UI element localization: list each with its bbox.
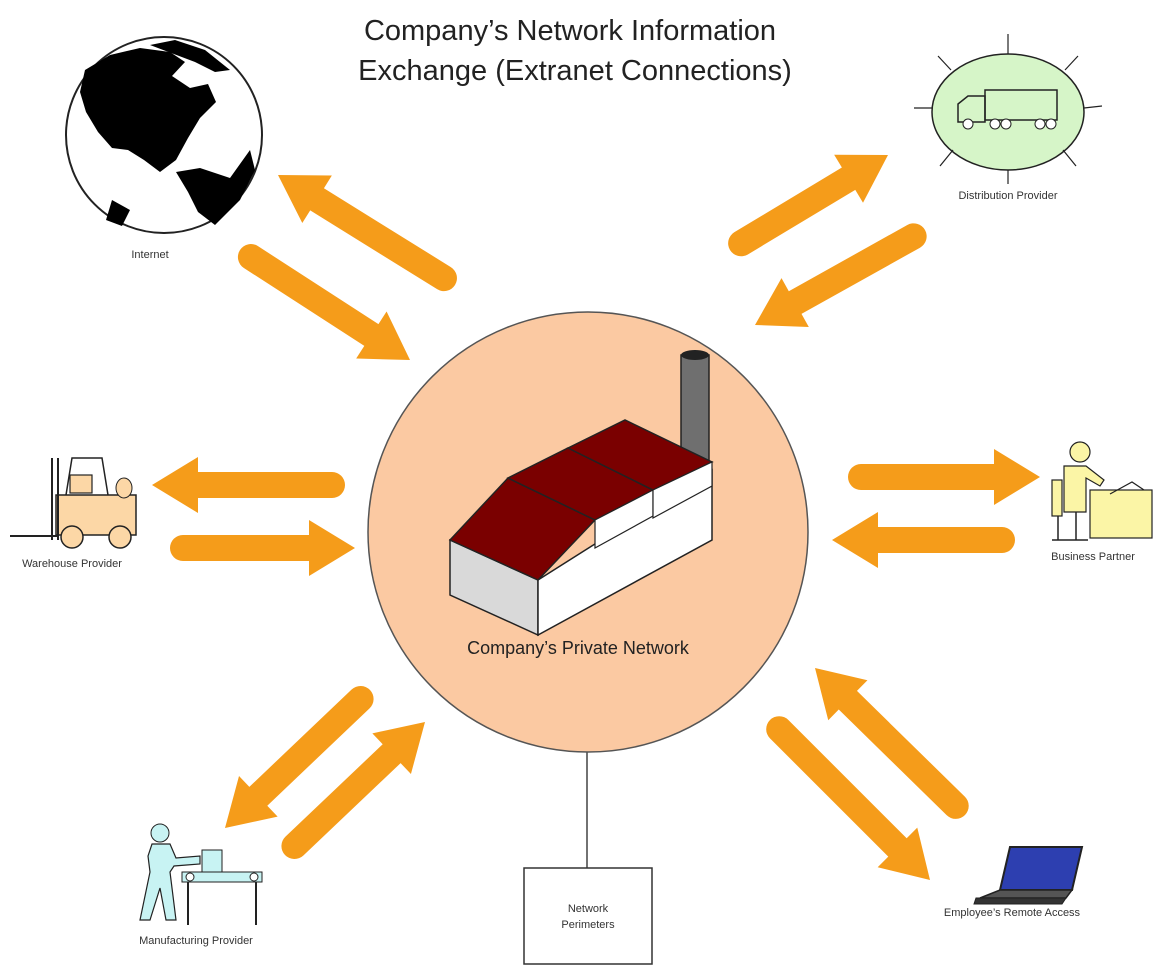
factory-icon <box>448 350 714 637</box>
arrow-manufacturing-in <box>281 721 426 859</box>
perimeter-label-line-2: Perimeters <box>561 919 615 931</box>
arrow-internet-out <box>278 175 457 292</box>
business-partner-label: Business Partner <box>1051 551 1135 563</box>
warehouse-label: Warehouse Provider <box>22 558 122 570</box>
arrow-remote-out <box>766 716 930 880</box>
arrow-partner-out <box>848 449 1040 505</box>
arrow-distribution-out <box>728 154 888 257</box>
laptop-icon <box>973 846 1084 905</box>
network-perimeter-box <box>523 867 653 965</box>
manufacturing-label: Manufacturing Provider <box>139 935 253 947</box>
arrow-warehouse-out <box>152 457 345 513</box>
globe-icon <box>65 36 263 234</box>
business-partner-icon <box>1051 441 1153 541</box>
arrow-partner-in <box>832 512 1015 568</box>
truck-icon <box>914 34 1103 184</box>
arrow-distribution-in <box>755 223 927 328</box>
arrow-remote-in <box>815 668 969 819</box>
manufacturing-worker-icon <box>139 823 263 925</box>
diagram-title-line-1: Company’s Network Information <box>364 15 776 47</box>
diagram-title-line-2: Exchange (Extranet Connections) <box>358 55 792 87</box>
perimeter-label-line-1: Network <box>568 903 609 915</box>
arrow-manufacturing-out <box>225 686 374 828</box>
private-network-label: Company’s Private Network <box>467 638 690 658</box>
internet-label: Internet <box>131 249 168 261</box>
distribution-label: Distribution Provider <box>958 190 1057 202</box>
private-network-circle <box>367 311 809 753</box>
arrows-group <box>152 154 1040 880</box>
remote-access-label: Employee’s Remote Access <box>944 907 1081 919</box>
arrow-internet-in <box>237 244 411 361</box>
forklift-icon <box>10 457 137 549</box>
arrow-warehouse-in <box>170 520 355 576</box>
